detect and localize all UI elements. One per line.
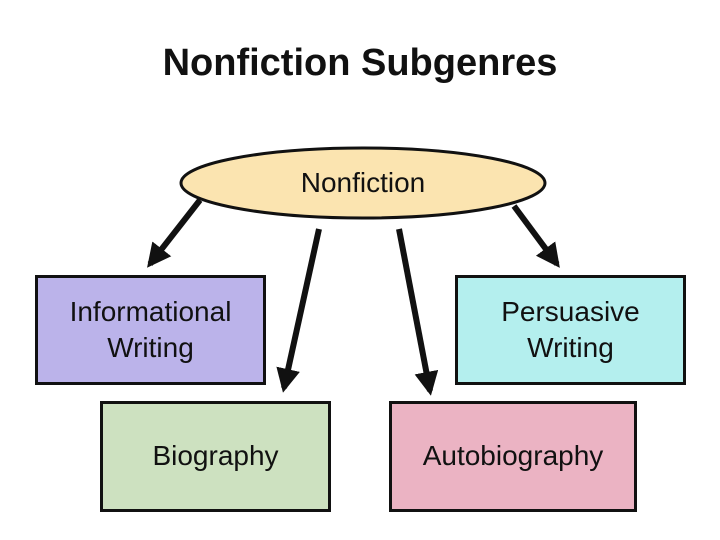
arrow-to-persuasive	[511, 204, 560, 268]
arrow-to-informational	[147, 198, 203, 268]
diagram-title: Nonfiction Subgenres	[162, 42, 558, 84]
node-label-line: Writing	[107, 332, 194, 363]
autobiography-node: Autobiography	[389, 401, 637, 512]
node-label-line: Persuasive	[501, 295, 640, 327]
root-node-label: Nonfiction	[300, 167, 426, 198]
biography-node: Biography	[100, 401, 331, 512]
arrow-to-autobiography	[396, 228, 439, 396]
node-label-line: Informational	[69, 295, 232, 327]
informational-writing-node: Informational Writing	[35, 275, 266, 385]
arrow-to-biography	[276, 228, 322, 393]
node-label-line: Biography	[152, 440, 279, 472]
node-label-line: Writing	[527, 332, 614, 363]
root-ellipse	[179, 146, 547, 220]
node-label-line: Autobiography	[422, 440, 604, 472]
persuasive-writing-node: Persuasive Writing	[455, 275, 686, 385]
